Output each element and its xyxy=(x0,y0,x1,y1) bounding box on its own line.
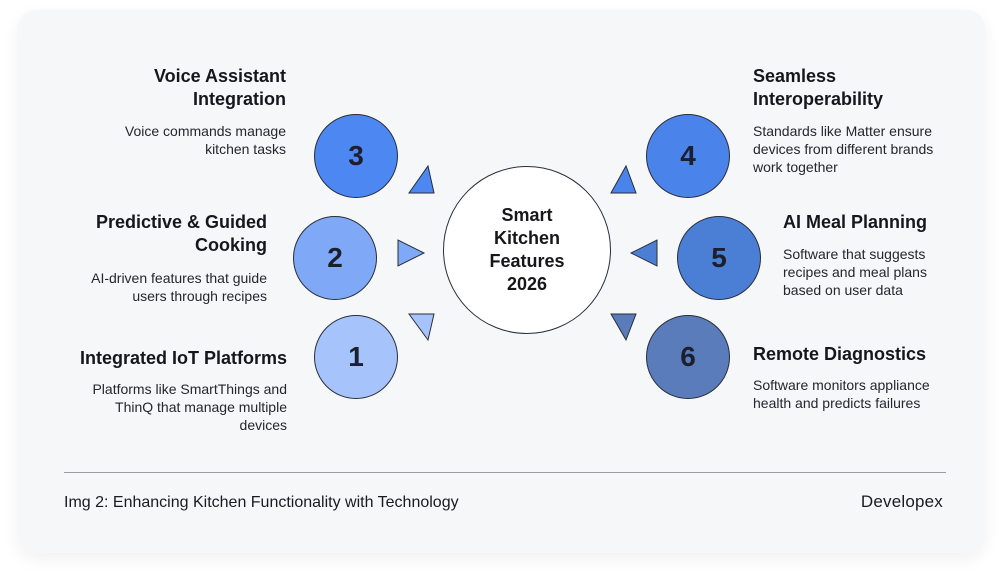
feature-6-circle: 6 xyxy=(646,315,730,399)
arrow-6 xyxy=(610,313,637,342)
brand-logo-text: Developex xyxy=(860,492,943,511)
figure-caption: Img 2: Enhancing Kitchen Functionality w… xyxy=(64,494,459,511)
arrow-2 xyxy=(397,239,426,267)
center-title-line: Kitchen xyxy=(493,228,560,248)
center-title-line: Features xyxy=(489,251,565,271)
feature-1-circle: 1 xyxy=(314,315,398,399)
feature-4-circle: 4 xyxy=(646,114,730,198)
feature-6-title: Remote Diagnostics xyxy=(753,344,927,364)
footer-divider xyxy=(64,472,946,473)
center-title-line: Smart xyxy=(501,205,553,225)
feature-3-circle: 3 xyxy=(314,114,398,198)
arrow-3 xyxy=(408,164,435,194)
center-topic-circle: Smart Kitchen Features 2026 xyxy=(443,166,611,334)
arrow-5 xyxy=(629,239,658,267)
arrow-4 xyxy=(610,164,637,194)
center-title-line: 2026 xyxy=(506,274,548,294)
feature-5-title: AI Meal Planning xyxy=(783,212,928,232)
feature-2-circle: 2 xyxy=(293,216,377,300)
arrow-1 xyxy=(408,313,435,342)
feature-1-title: Integrated IoT Platforms xyxy=(79,348,287,368)
feature-5-circle: 5 xyxy=(677,216,761,300)
